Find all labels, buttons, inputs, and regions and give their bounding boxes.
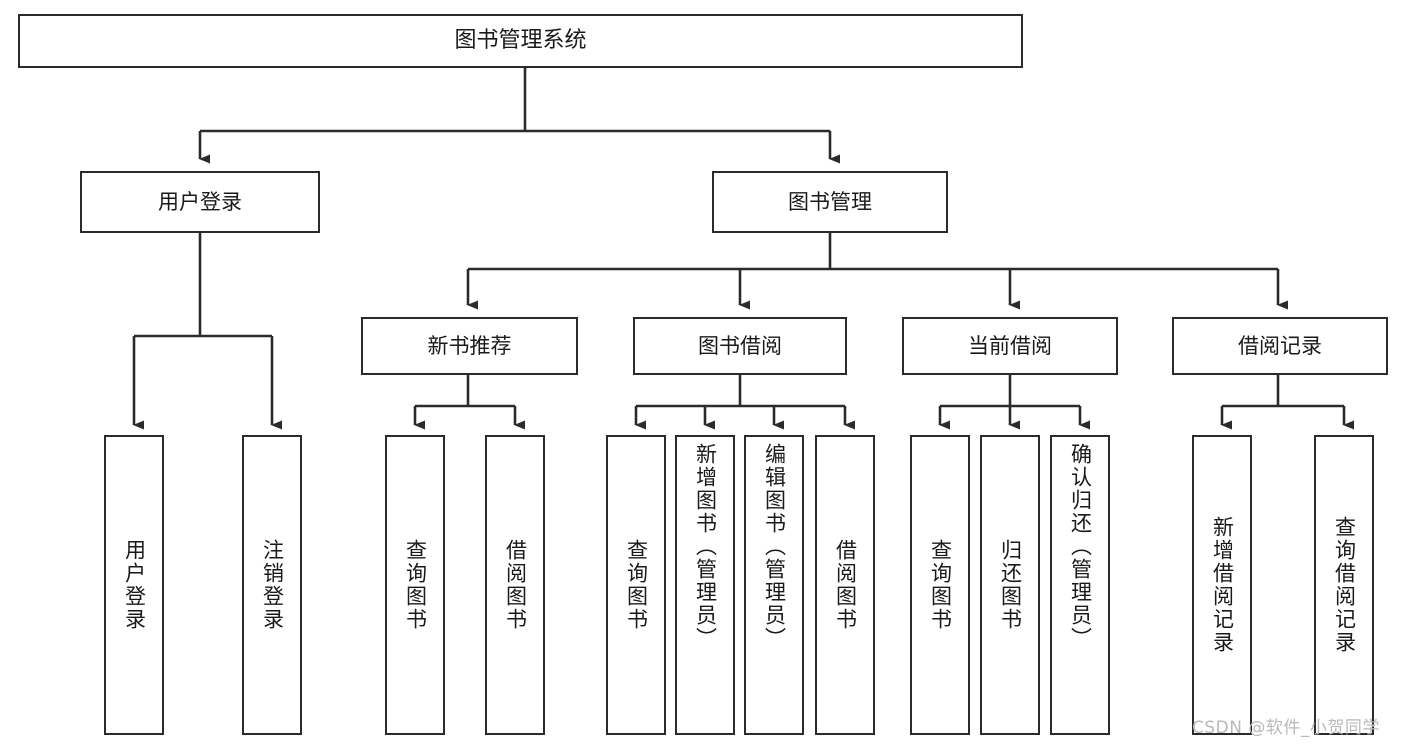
leaf-return-book[interactable]: 归还图书 bbox=[980, 435, 1040, 735]
node-label: 确认归还（管理员） bbox=[1068, 443, 1093, 650]
node-new-book-recommend[interactable]: 新书推荐 bbox=[361, 317, 578, 375]
node-current-borrow[interactable]: 当前借阅 bbox=[902, 317, 1118, 375]
leaf-logout-login[interactable]: 注销登录 bbox=[242, 435, 302, 735]
leaf-user-login[interactable]: 用户登录 bbox=[104, 435, 164, 735]
node-label: 新书推荐 bbox=[427, 333, 512, 358]
leaf-borrow-book[interactable]: 借阅图书 bbox=[815, 435, 875, 735]
node-borrow-record[interactable]: 借阅记录 bbox=[1172, 317, 1388, 375]
leaf-query-book-borrow[interactable]: 查询图书 bbox=[606, 435, 666, 735]
leaf-query-book-current[interactable]: 查询图书 bbox=[910, 435, 970, 735]
node-label: 借阅图书 bbox=[833, 539, 858, 631]
node-label: 用户登录 bbox=[158, 189, 242, 214]
node-label: 图书管理 bbox=[788, 189, 872, 214]
leaf-add-borrow-record[interactable]: 新增借阅记录 bbox=[1192, 435, 1252, 735]
node-label: 图书管理系统 bbox=[454, 28, 587, 54]
leaf-confirm-return-admin[interactable]: 确认归还（管理员） bbox=[1050, 435, 1110, 735]
node-label: 图书借阅 bbox=[698, 333, 782, 358]
node-label: 查询图书 bbox=[624, 539, 649, 631]
node-label: 新增图书（管理员） bbox=[693, 443, 718, 650]
node-label: 编辑图书（管理员） bbox=[762, 443, 787, 650]
node-root-book-management-system[interactable]: 图书管理系统 bbox=[18, 14, 1023, 68]
leaf-edit-book-admin[interactable]: 编辑图书（管理员） bbox=[744, 435, 804, 735]
leaf-query-borrow-record[interactable]: 查询借阅记录 bbox=[1314, 435, 1374, 735]
node-label: 当前借阅 bbox=[968, 333, 1052, 358]
leaf-query-book-recommend[interactable]: 查询图书 bbox=[385, 435, 445, 735]
node-label: 查询借阅记录 bbox=[1332, 516, 1357, 654]
node-label: 归还图书 bbox=[998, 539, 1023, 631]
node-book-borrow[interactable]: 图书借阅 bbox=[633, 317, 847, 375]
node-label: 新增借阅记录 bbox=[1210, 516, 1235, 654]
node-user-login[interactable]: 用户登录 bbox=[80, 171, 320, 233]
leaf-add-book-admin[interactable]: 新增图书（管理员） bbox=[675, 435, 735, 735]
node-label: 查询图书 bbox=[403, 539, 428, 631]
node-label: 注销登录 bbox=[260, 539, 285, 631]
node-label: 借阅图书 bbox=[503, 539, 528, 631]
node-book-management[interactable]: 图书管理 bbox=[712, 171, 948, 233]
node-label: 查询图书 bbox=[928, 539, 953, 631]
node-label: 用户登录 bbox=[122, 539, 147, 631]
node-label: 借阅记录 bbox=[1238, 333, 1322, 358]
leaf-borrow-book-recommend[interactable]: 借阅图书 bbox=[485, 435, 545, 735]
